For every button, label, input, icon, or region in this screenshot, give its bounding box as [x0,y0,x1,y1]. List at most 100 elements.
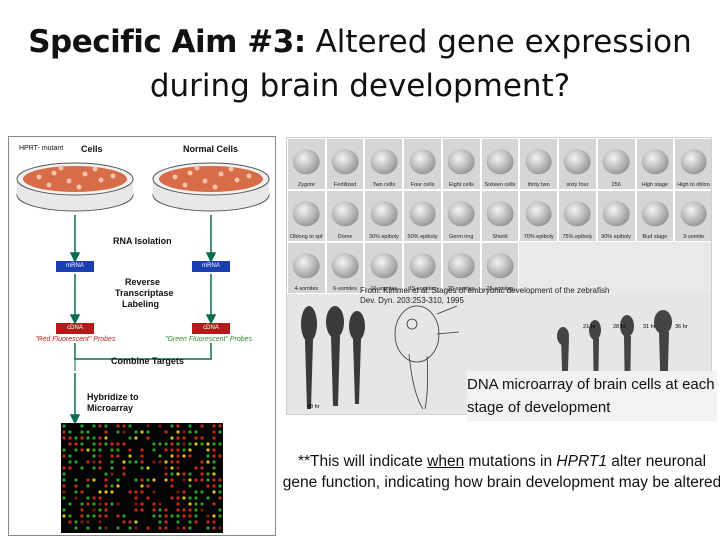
microarray-spot [110,460,113,463]
microarray-workflow-diagram: HPRT- mutant Cells Normal Cells RNA Isol… [8,136,276,536]
microarray-spot [164,526,167,529]
microarray-spot [170,478,173,481]
microarray-spot [206,478,209,481]
stage-label: Four cells [406,182,439,188]
microarray-spot [86,436,89,439]
microarray-spot [98,436,101,439]
microarray-spot [212,520,215,523]
microarray-spot [80,442,83,445]
microarray-spot [128,526,131,529]
microarray-spot [134,460,137,463]
microarray-spot [98,520,101,523]
stage-label: Eight cells [445,182,478,188]
stage-cell: 4-somites [287,242,326,294]
microarray-spot [122,424,125,427]
microarray-spot [86,496,89,499]
microarray-spot [170,484,173,487]
microarray-spot [68,520,71,523]
microarray-spot [80,430,83,433]
microarray-spot [200,508,203,511]
microarray-spot [104,478,107,481]
caption-line-2: Dev. Dyn. 203:253-310, 1995 [360,296,690,306]
microarray-spot [62,472,65,475]
microarray-spot [68,436,71,439]
embryo-image [564,201,591,226]
microarray-spot [134,502,137,505]
microarray-spot [218,490,221,493]
stage-cell: Zygote [287,138,326,190]
reverse-label-3: Labeling [122,299,159,309]
microarray-spot [212,424,215,427]
microarray-spot [194,496,197,499]
microarray-spot [74,490,77,493]
microarray-spot [104,490,107,493]
microarray-spot [92,466,95,469]
microarray-spot [62,478,65,481]
normal-cells-label: Normal Cells [183,144,238,154]
microarray-spot [110,502,113,505]
microarray-spot [134,526,137,529]
microarray-spot [104,436,107,439]
microarray-spot [152,478,155,481]
microarray-spot [62,448,65,451]
microarray-spot [164,478,167,481]
title-bold: Specific Aim #3: [28,24,305,60]
microarray-spot [98,496,101,499]
microarray-spot [86,448,89,451]
microarray-spot [212,514,215,517]
microarray-spot [98,502,101,505]
microarray-spot [80,424,83,427]
microarray-spot [152,508,155,511]
microarray-spot [188,454,191,457]
slide-title: Specific Aim #3: Altered gene expression… [0,20,720,108]
stage-cell: 256 [597,138,636,190]
microarray-spot [176,472,179,475]
microarray-spot [218,484,221,487]
microarray-spot [86,514,89,517]
microarray-spot [218,514,221,517]
microarray-spot [116,454,119,457]
microarray-spot [188,424,191,427]
microarray-spot [116,502,119,505]
microarray-spot [62,508,65,511]
microarray-spot [158,424,161,427]
microarray-spot [200,424,203,427]
microarray-spot [176,466,179,469]
microarray-spot [194,508,197,511]
microarray-spot [74,520,77,523]
microarray-spot [68,460,71,463]
microarray-spot [164,514,167,517]
microarray-spot [182,526,185,529]
microarray-spot [74,448,77,451]
microarray-spot [218,442,221,445]
microarray-spot [200,436,203,439]
microarray-spot [92,442,95,445]
embryo-image [564,149,591,174]
microarray-spot [110,454,113,457]
microarray-spot [116,448,119,451]
microarray-spot [74,478,77,481]
microarray-spot [68,514,71,517]
microarray-spot [200,472,203,475]
microarray-spot [80,466,83,469]
stage-label: sixty four [561,182,594,188]
microarray-spot [74,526,77,529]
microarray-spot [212,460,215,463]
microarray-spot [188,520,191,523]
microarray-spot [200,502,203,505]
embryo-image [448,149,475,174]
title-rest: Altered gene expression [306,24,692,60]
microarray-spot [212,442,215,445]
microarray-spot [74,442,77,445]
embryo-image [448,201,475,226]
microarray-spot [110,466,113,469]
microarray-spot [86,502,89,505]
embryo-image [487,149,514,174]
microarray-spot [218,496,221,499]
microarray-spot [194,436,197,439]
microarray-spot [140,508,143,511]
microarray-spot [92,448,95,451]
microarray-spot [98,454,101,457]
stage-21hr-label: 21 hr [583,324,596,330]
embryo-image [370,201,397,226]
